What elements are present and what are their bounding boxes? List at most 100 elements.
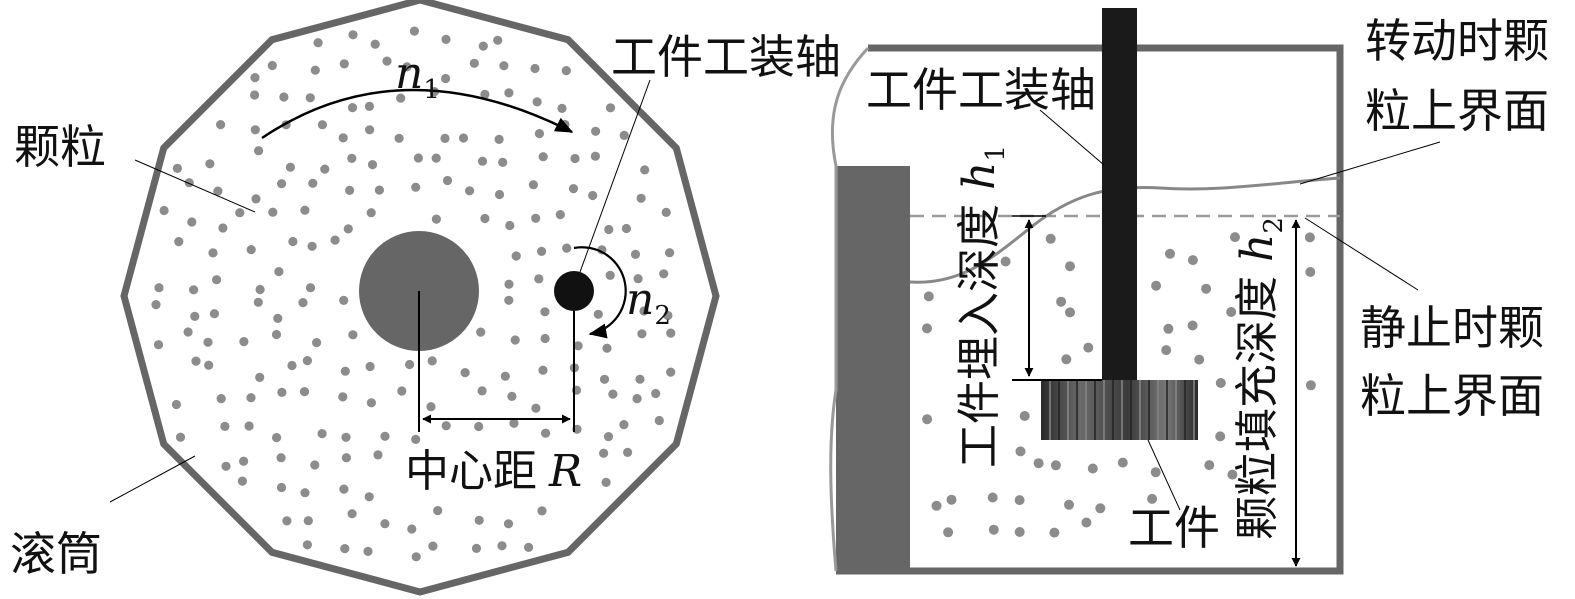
particle (458, 133, 469, 143)
particle (216, 394, 226, 404)
particle (603, 432, 614, 442)
particle (184, 178, 194, 188)
particle (255, 284, 265, 295)
particle (339, 59, 349, 69)
particle (1305, 380, 1316, 391)
particle (250, 125, 260, 135)
particle (250, 90, 260, 100)
particle (366, 398, 376, 408)
particle (493, 35, 503, 45)
particle (218, 223, 228, 233)
particle (509, 418, 519, 428)
particle (623, 447, 633, 457)
particle (276, 482, 287, 493)
particle (428, 541, 438, 551)
particle (1014, 527, 1025, 537)
particle (340, 366, 350, 376)
particle (380, 431, 390, 441)
particle (307, 241, 317, 251)
particle (380, 519, 390, 529)
particle (636, 193, 646, 203)
shaft-label-right: 工件工装轴 (866, 63, 1096, 117)
particle (183, 327, 193, 337)
workpiece-shaft-top (554, 271, 594, 311)
particle (474, 421, 484, 432)
section-break-curve (829, 46, 870, 572)
particle (363, 546, 373, 557)
particle (538, 365, 548, 375)
particle (555, 210, 565, 220)
particle (427, 356, 437, 366)
particle (320, 164, 330, 174)
particle (405, 359, 415, 370)
particle (531, 403, 541, 413)
particle (666, 328, 676, 338)
particle (365, 361, 375, 372)
particle (190, 311, 200, 321)
particle (244, 421, 254, 431)
particle (476, 327, 486, 337)
particle (441, 73, 451, 84)
particle (511, 251, 521, 261)
particle (524, 542, 534, 553)
particle (298, 298, 308, 308)
particle (277, 387, 287, 397)
particle (365, 125, 375, 135)
particle (305, 283, 316, 293)
h1-subscript: 1 (981, 145, 1011, 162)
particle (171, 399, 181, 410)
particle (305, 93, 315, 103)
particle (591, 126, 601, 136)
particle (608, 389, 618, 399)
particle (505, 220, 515, 231)
gear-teeth (1049, 380, 1195, 440)
particle (364, 101, 374, 111)
particle (665, 248, 675, 258)
particle (216, 120, 226, 130)
particle (189, 285, 199, 295)
particle (191, 356, 201, 366)
particle (220, 421, 230, 431)
particle (187, 217, 197, 227)
particle (602, 343, 612, 353)
particle (348, 30, 358, 40)
particle (1147, 493, 1158, 504)
right-side-view: 工件工装轴 转动时颗 粒上界面 静止时颗 粒上界面 工件 工件埋入深度h1 颗粒… (829, 8, 1549, 575)
particle (659, 269, 669, 279)
particle (988, 524, 999, 535)
particle (382, 56, 392, 66)
particle (494, 134, 504, 144)
shaft-leader-right (1039, 109, 1105, 166)
particle (347, 509, 357, 519)
particle (537, 506, 547, 516)
immersion-depth-label: 工件埋入深度h1 (954, 145, 1011, 468)
particle (922, 414, 933, 425)
static-surface-leader (1304, 217, 1419, 291)
particle (348, 330, 358, 340)
particle (1215, 431, 1226, 442)
particle (1050, 460, 1061, 471)
particle (288, 236, 298, 247)
particle (338, 133, 348, 143)
particle (246, 393, 256, 403)
particle (504, 279, 514, 289)
center-distance-text: 中心距 (405, 446, 537, 497)
drum-label: 滚筒 (10, 527, 102, 581)
shaft-label-left: 工件工装轴 (611, 30, 841, 84)
particle (441, 421, 451, 431)
particle (497, 541, 507, 551)
particle (276, 453, 286, 463)
particle (923, 291, 934, 302)
particle (396, 93, 406, 103)
particle (568, 184, 579, 194)
particle (590, 151, 601, 161)
particle (531, 213, 541, 223)
particle (474, 515, 484, 525)
particle (370, 39, 380, 49)
particle (621, 223, 632, 234)
particle (599, 448, 609, 458)
particle (341, 432, 351, 442)
particle (411, 182, 421, 192)
particle (246, 245, 256, 255)
